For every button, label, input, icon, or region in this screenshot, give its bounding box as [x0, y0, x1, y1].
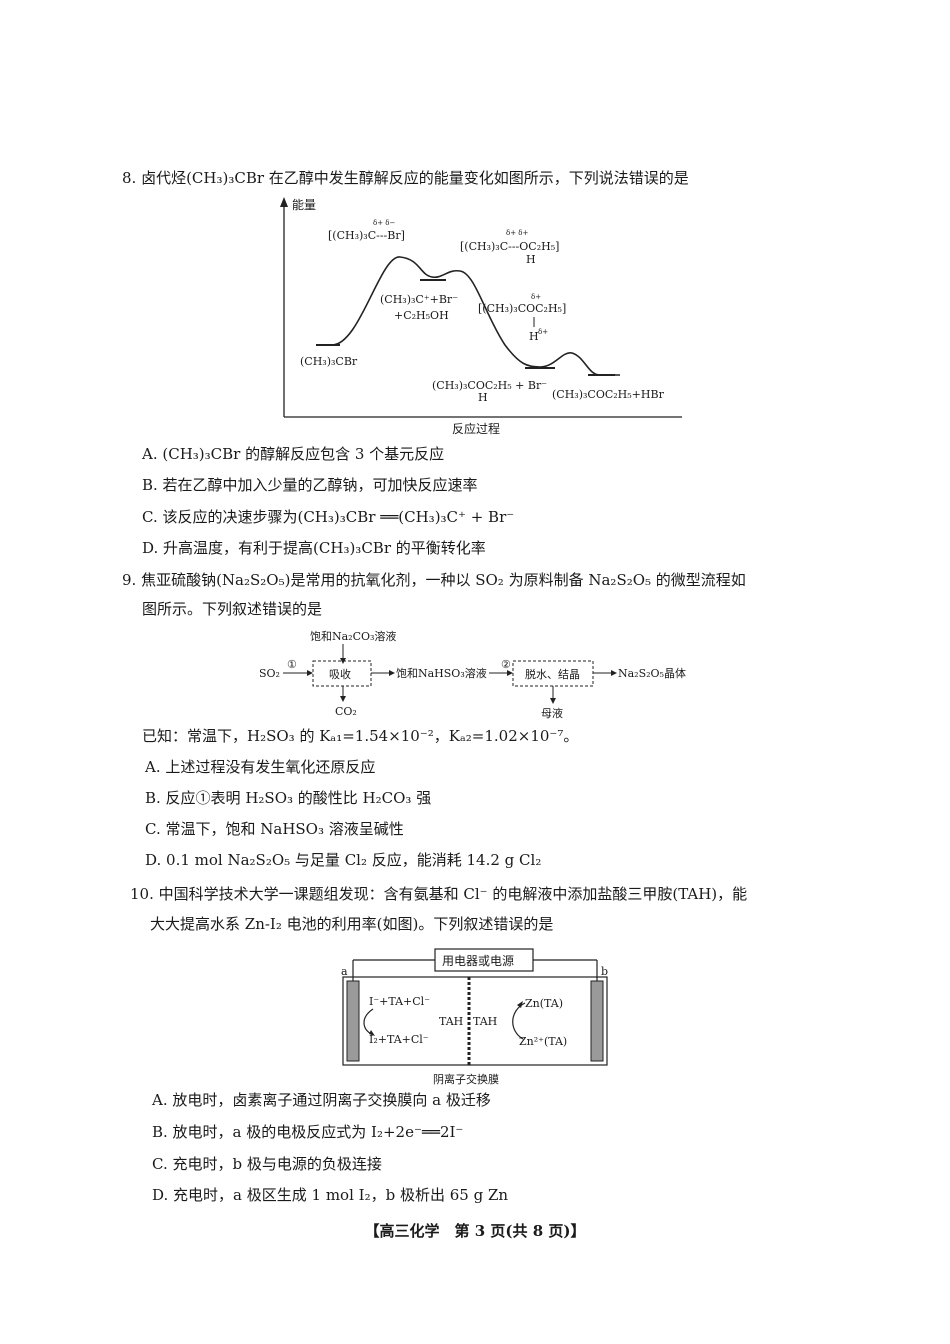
cell-left-electrode: a	[341, 965, 348, 978]
q10-stem-line1: 10. 中国科学技术大学一课题组发现：含有氨基和 Cl⁻ 的电解液中添加盐酸三甲…	[130, 885, 748, 903]
label-ts1-charges: δ+ δ−	[373, 219, 396, 227]
cell-left-bottom: I₂+TA+Cl⁻	[369, 1033, 429, 1046]
battery-diagram: 用电器或电源 a b I⁻+TA+Cl⁻ I₂+TA+Cl⁻ TAH TAH Z…	[341, 948, 608, 1086]
energy-diagram: 能量 反应过程 (CH₃)₃CBr δ+ δ− [(CH₃)₃C---Br] (…	[280, 197, 682, 436]
flow-byproduct1: CO₂	[335, 705, 357, 718]
q10-option-c: C. 充电时，b 极与电源的负极连接	[152, 1155, 382, 1173]
q9-stem-line1: 9. 焦亚硫酸钠(Na₂S₂O₅)是常用的抗氧化剂，一种以 SO₂ 为原料制备 …	[122, 571, 746, 589]
q8-option-b: B. 若在乙醇中加入少量的乙醇钠，可加快反应速率	[142, 476, 478, 494]
flow-box1: 吸收	[329, 667, 351, 681]
cell-right-top: Zn(TA)	[525, 997, 563, 1010]
q9-known: 已知：常温下，H₂SO₃ 的 Kₐ₁=1.54×10⁻²，Kₐ₂=1.02×10…	[142, 727, 579, 745]
label-int1-b: +C₂H₅OH	[394, 309, 449, 322]
label-int2-charge-top: δ+	[531, 293, 541, 301]
label-ts2-charges: δ+ δ+	[506, 229, 529, 237]
flow-box2: 脱水、结晶	[525, 667, 580, 681]
label-int2-h: H	[529, 330, 539, 343]
page-footer: 【高三化学 第 3 页(共 8 页)】	[364, 1222, 586, 1240]
q9-option-a: A. 上述过程没有发生氧化还原反应	[145, 758, 376, 776]
flow-step1-mark: ①	[287, 658, 297, 671]
flow-byproduct2: 母液	[541, 706, 563, 720]
label-ts2: [(CH₃)₃C---OC₂H₅]	[460, 240, 559, 253]
q10-option-d: D. 充电时，a 极区生成 1 mol I₂，b 极析出 65 g Zn	[152, 1186, 509, 1204]
label-int2: [(CH₃)₃COC₂H₅]	[478, 302, 566, 315]
cell-top-box: 用电器或电源	[442, 954, 514, 968]
label-int1-a: (CH₃)₃C⁺+Br⁻	[380, 293, 458, 306]
label-int3: (CH₃)₃COC₂H₅ + Br⁻	[432, 379, 547, 392]
flow-middle: 饱和NaHSO₃溶液	[396, 666, 487, 680]
q9-option-b: B. 反应①表明 H₂SO₃ 的酸性比 H₂CO₃ 强	[145, 789, 432, 807]
flow-diagram: 饱和Na₂CO₃溶液 SO₂ ① 吸收 CO₂ 饱和NaHSO₃溶液 ② 脱水、…	[259, 629, 686, 720]
q9-option-d: D. 0.1 mol Na₂S₂O₅ 与足量 Cl₂ 反应，能消耗 14.2 g…	[145, 851, 542, 869]
label-ts1: [(CH₃)₃C---Br]	[328, 229, 405, 242]
q8-option-a: A. (CH₃)₃CBr 的醇解反应包含 3 个基元反应	[142, 445, 445, 463]
cell-right-electrode: b	[601, 965, 608, 978]
q9-stem-line2: 图所示。下列叙述错误的是	[142, 600, 323, 618]
cell-membrane: 阴离子交换膜	[433, 1072, 499, 1086]
q10-stem-line2: 大大提高水系 Zn-I₂ 电池的利用率(如图)。下列叙述错误的是	[150, 915, 554, 933]
energy-ylabel: 能量	[292, 198, 316, 212]
flow-top-input: 饱和Na₂CO₃溶液	[310, 629, 396, 643]
q9-option-c: C. 常温下，饱和 NaHSO₃ 溶液呈碱性	[145, 820, 404, 838]
label-ts2-h: H	[526, 253, 536, 266]
label-int3-h: H	[478, 391, 488, 404]
q10-option-b: B. 放电时，a 极的电极反应式为 I₂+2e⁻══2I⁻	[152, 1123, 464, 1141]
flow-end: Na₂S₂O₅晶体	[618, 666, 686, 680]
label-reactant: (CH₃)₃CBr	[300, 355, 358, 368]
q8-stem: 8. 卤代烃(CH₃)₃CBr 在乙醇中发生醇解反应的能量变化如图所示，下列说法…	[122, 169, 689, 187]
cell-tah-right: TAH	[473, 1015, 497, 1028]
q8-option-d: D. 升高温度，有利于提高(CH₃)₃CBr 的平衡转化率	[142, 539, 486, 557]
q8-option-c: C. 该反应的决速步骤为(CH₃)₃CBr ══(CH₃)₃C⁺ + Br⁻	[142, 508, 515, 526]
label-int2-charge-h: δ+	[538, 328, 548, 336]
energy-xlabel: 反应过程	[452, 421, 500, 436]
label-product: (CH₃)₃COC₂H₅+HBr	[552, 388, 665, 401]
flow-step2-mark: ②	[501, 658, 511, 671]
flow-start: SO₂	[259, 667, 280, 680]
cell-left-top: I⁻+TA+Cl⁻	[369, 995, 430, 1008]
cell-tah-left: TAH	[439, 1015, 463, 1028]
q10-option-a: A. 放电时，卤素离子通过阴离子交换膜向 a 极迁移	[152, 1091, 491, 1109]
cell-right-bottom: Zn²⁺(TA)	[519, 1035, 567, 1048]
